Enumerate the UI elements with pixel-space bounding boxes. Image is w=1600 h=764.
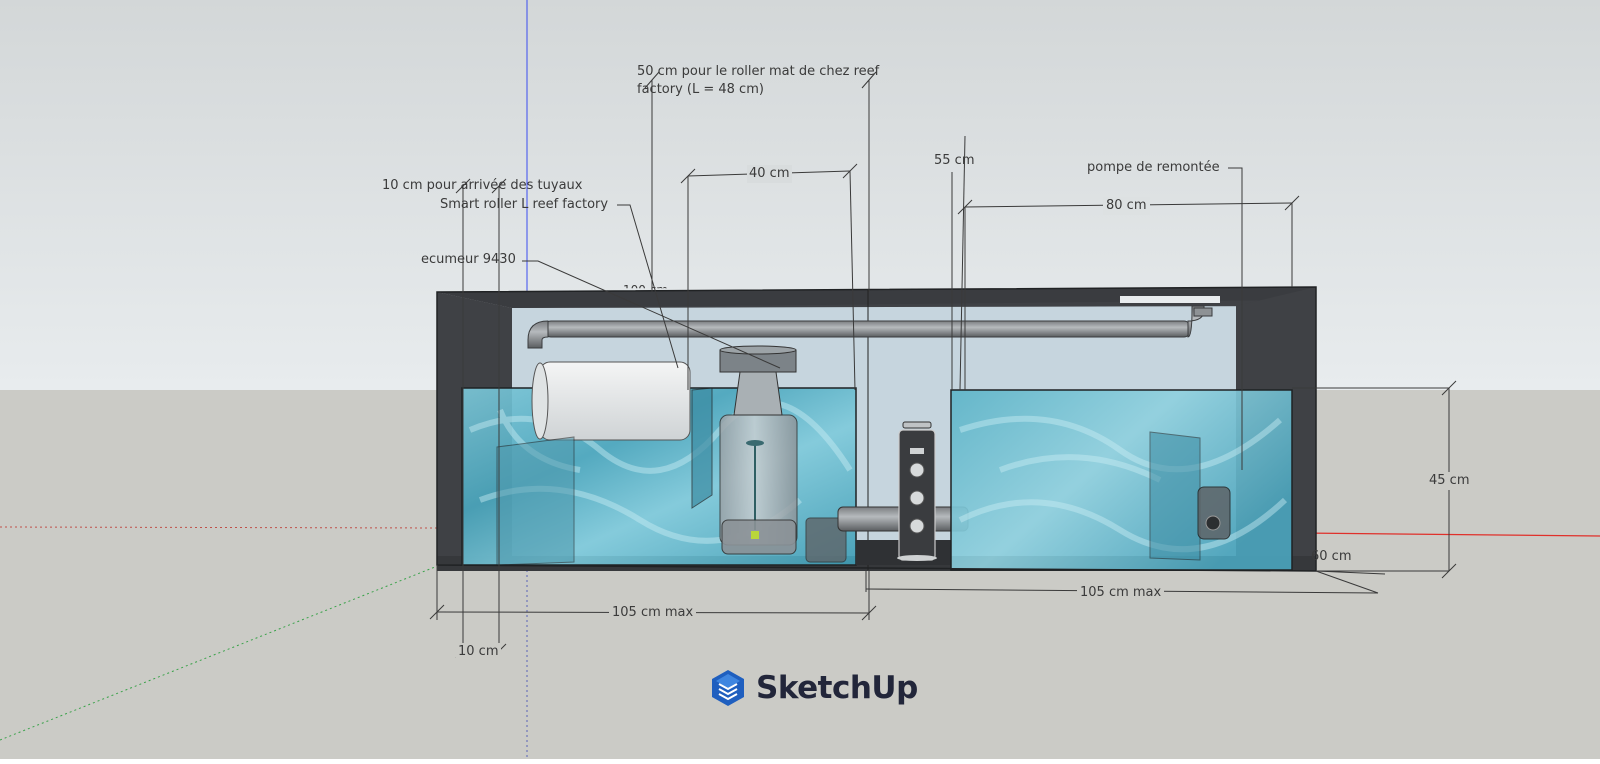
label-dim-10: 10 cm	[456, 643, 501, 661]
sketchup-brand: SketchUp	[710, 666, 918, 710]
label-dim-40: 40 cm	[747, 165, 792, 183]
pipe-cap-right	[1193, 307, 1213, 317]
label-skimmer: ecumeur 9430	[421, 252, 516, 267]
skimmer-rod-top	[746, 440, 764, 446]
label-dim-100-partial: 100 cm	[623, 281, 668, 288]
label-roller-mat-line1: 50 cm pour le roller mat de chez reef	[637, 64, 880, 79]
label-pipes-inlet: 10 cm pour arrivée des tuyaux	[382, 178, 583, 193]
baffle-left	[496, 436, 575, 566]
socket-1	[909, 462, 925, 478]
power-strip-cap	[902, 421, 932, 429]
power-strip-usb	[910, 448, 924, 454]
right-sump-outline	[950, 389, 1293, 571]
roller-mat	[539, 361, 691, 441]
label-smart-roller: Smart roller L reef factory	[440, 197, 609, 212]
label-dim-105-left: 105 cm max	[609, 604, 697, 622]
right-sump-water	[951, 390, 1292, 570]
green-axis	[0, 564, 441, 741]
label-dim-80: 80 cm	[1103, 197, 1150, 215]
label-roller-mat-line2: factory (L = 48 cm)	[637, 82, 764, 97]
label-dim-45: 45 cm	[1427, 472, 1472, 490]
red-axis-hidden	[0, 526, 441, 529]
power-strip-base	[897, 555, 937, 561]
baffle-roller	[691, 387, 713, 509]
cabinet-top-front	[437, 287, 1316, 308]
skimmer-indicator	[751, 531, 759, 539]
baffle-right	[1149, 431, 1201, 561]
label-dim-60-partial: 60 cm	[1311, 548, 1355, 566]
red-axis	[1299, 532, 1600, 537]
return-pump-impeller	[1205, 515, 1221, 531]
pipe-elbow-left	[527, 320, 549, 349]
cabinet-top-opening	[1120, 296, 1220, 303]
sketchup-wordmark: SketchUp	[756, 670, 918, 706]
return-pump-body	[1197, 486, 1231, 540]
label-dim-55: 55 cm	[934, 153, 975, 168]
socket-3	[909, 518, 925, 534]
socket-2	[909, 490, 925, 506]
return-pipe	[544, 320, 1191, 338]
water-caustics-right	[958, 415, 1288, 553]
sketchup-logo-icon	[712, 670, 744, 706]
label-dim-60-text: 60 cm	[1311, 549, 1352, 564]
skimmer-cup-top	[719, 345, 797, 355]
skimmer-pump	[805, 517, 847, 563]
skimmer-neck	[733, 371, 783, 416]
roller-mat-end	[531, 362, 549, 440]
label-return-pump: pompe de remontée	[1087, 160, 1220, 175]
label-dim-105-right: 105 cm max	[1077, 584, 1165, 602]
